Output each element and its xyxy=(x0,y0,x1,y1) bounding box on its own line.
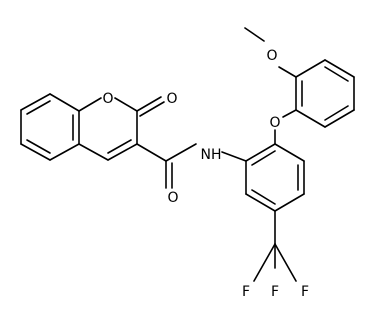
bonds xyxy=(20,27,355,282)
fluorine-top-label: F xyxy=(271,284,279,300)
bond xyxy=(26,139,51,154)
ether-oxygen-label: O xyxy=(269,115,280,131)
bond xyxy=(324,66,349,82)
bond xyxy=(221,151,247,162)
bond xyxy=(107,143,138,161)
bond xyxy=(282,109,297,118)
bond xyxy=(324,105,349,121)
bond xyxy=(139,101,165,117)
fluorine-left-label: F xyxy=(242,284,250,300)
amide-nh-label: NH xyxy=(201,147,222,163)
bond xyxy=(136,143,167,162)
bond xyxy=(295,109,326,128)
bond xyxy=(324,109,355,128)
amide-oxygen-label: O xyxy=(167,190,178,206)
bond xyxy=(274,193,305,212)
bond xyxy=(324,59,355,78)
bond xyxy=(49,143,80,161)
bond xyxy=(295,59,326,78)
bond xyxy=(251,150,276,166)
bond xyxy=(26,100,51,115)
atom-labels: O O NH O O O F F F xyxy=(102,48,309,300)
ring-oxygen-label: O xyxy=(102,91,113,107)
fluorine-right-label: F xyxy=(301,284,309,300)
bond xyxy=(274,243,297,282)
bond xyxy=(20,143,51,161)
bond xyxy=(278,66,297,78)
bond xyxy=(251,189,276,205)
bond xyxy=(244,27,265,42)
bond xyxy=(136,96,162,112)
bond xyxy=(165,143,197,162)
lactone-carbonyl-oxygen-label: O xyxy=(166,91,177,107)
bond xyxy=(114,97,138,112)
bond xyxy=(78,143,109,161)
bond xyxy=(49,93,80,112)
bond xyxy=(20,93,51,111)
bond xyxy=(245,143,276,162)
bond xyxy=(107,139,132,154)
bond xyxy=(78,97,102,112)
bond xyxy=(253,243,276,282)
bond xyxy=(274,143,305,162)
methoxy-oxygen-label: O xyxy=(266,48,277,64)
bond xyxy=(245,193,276,212)
